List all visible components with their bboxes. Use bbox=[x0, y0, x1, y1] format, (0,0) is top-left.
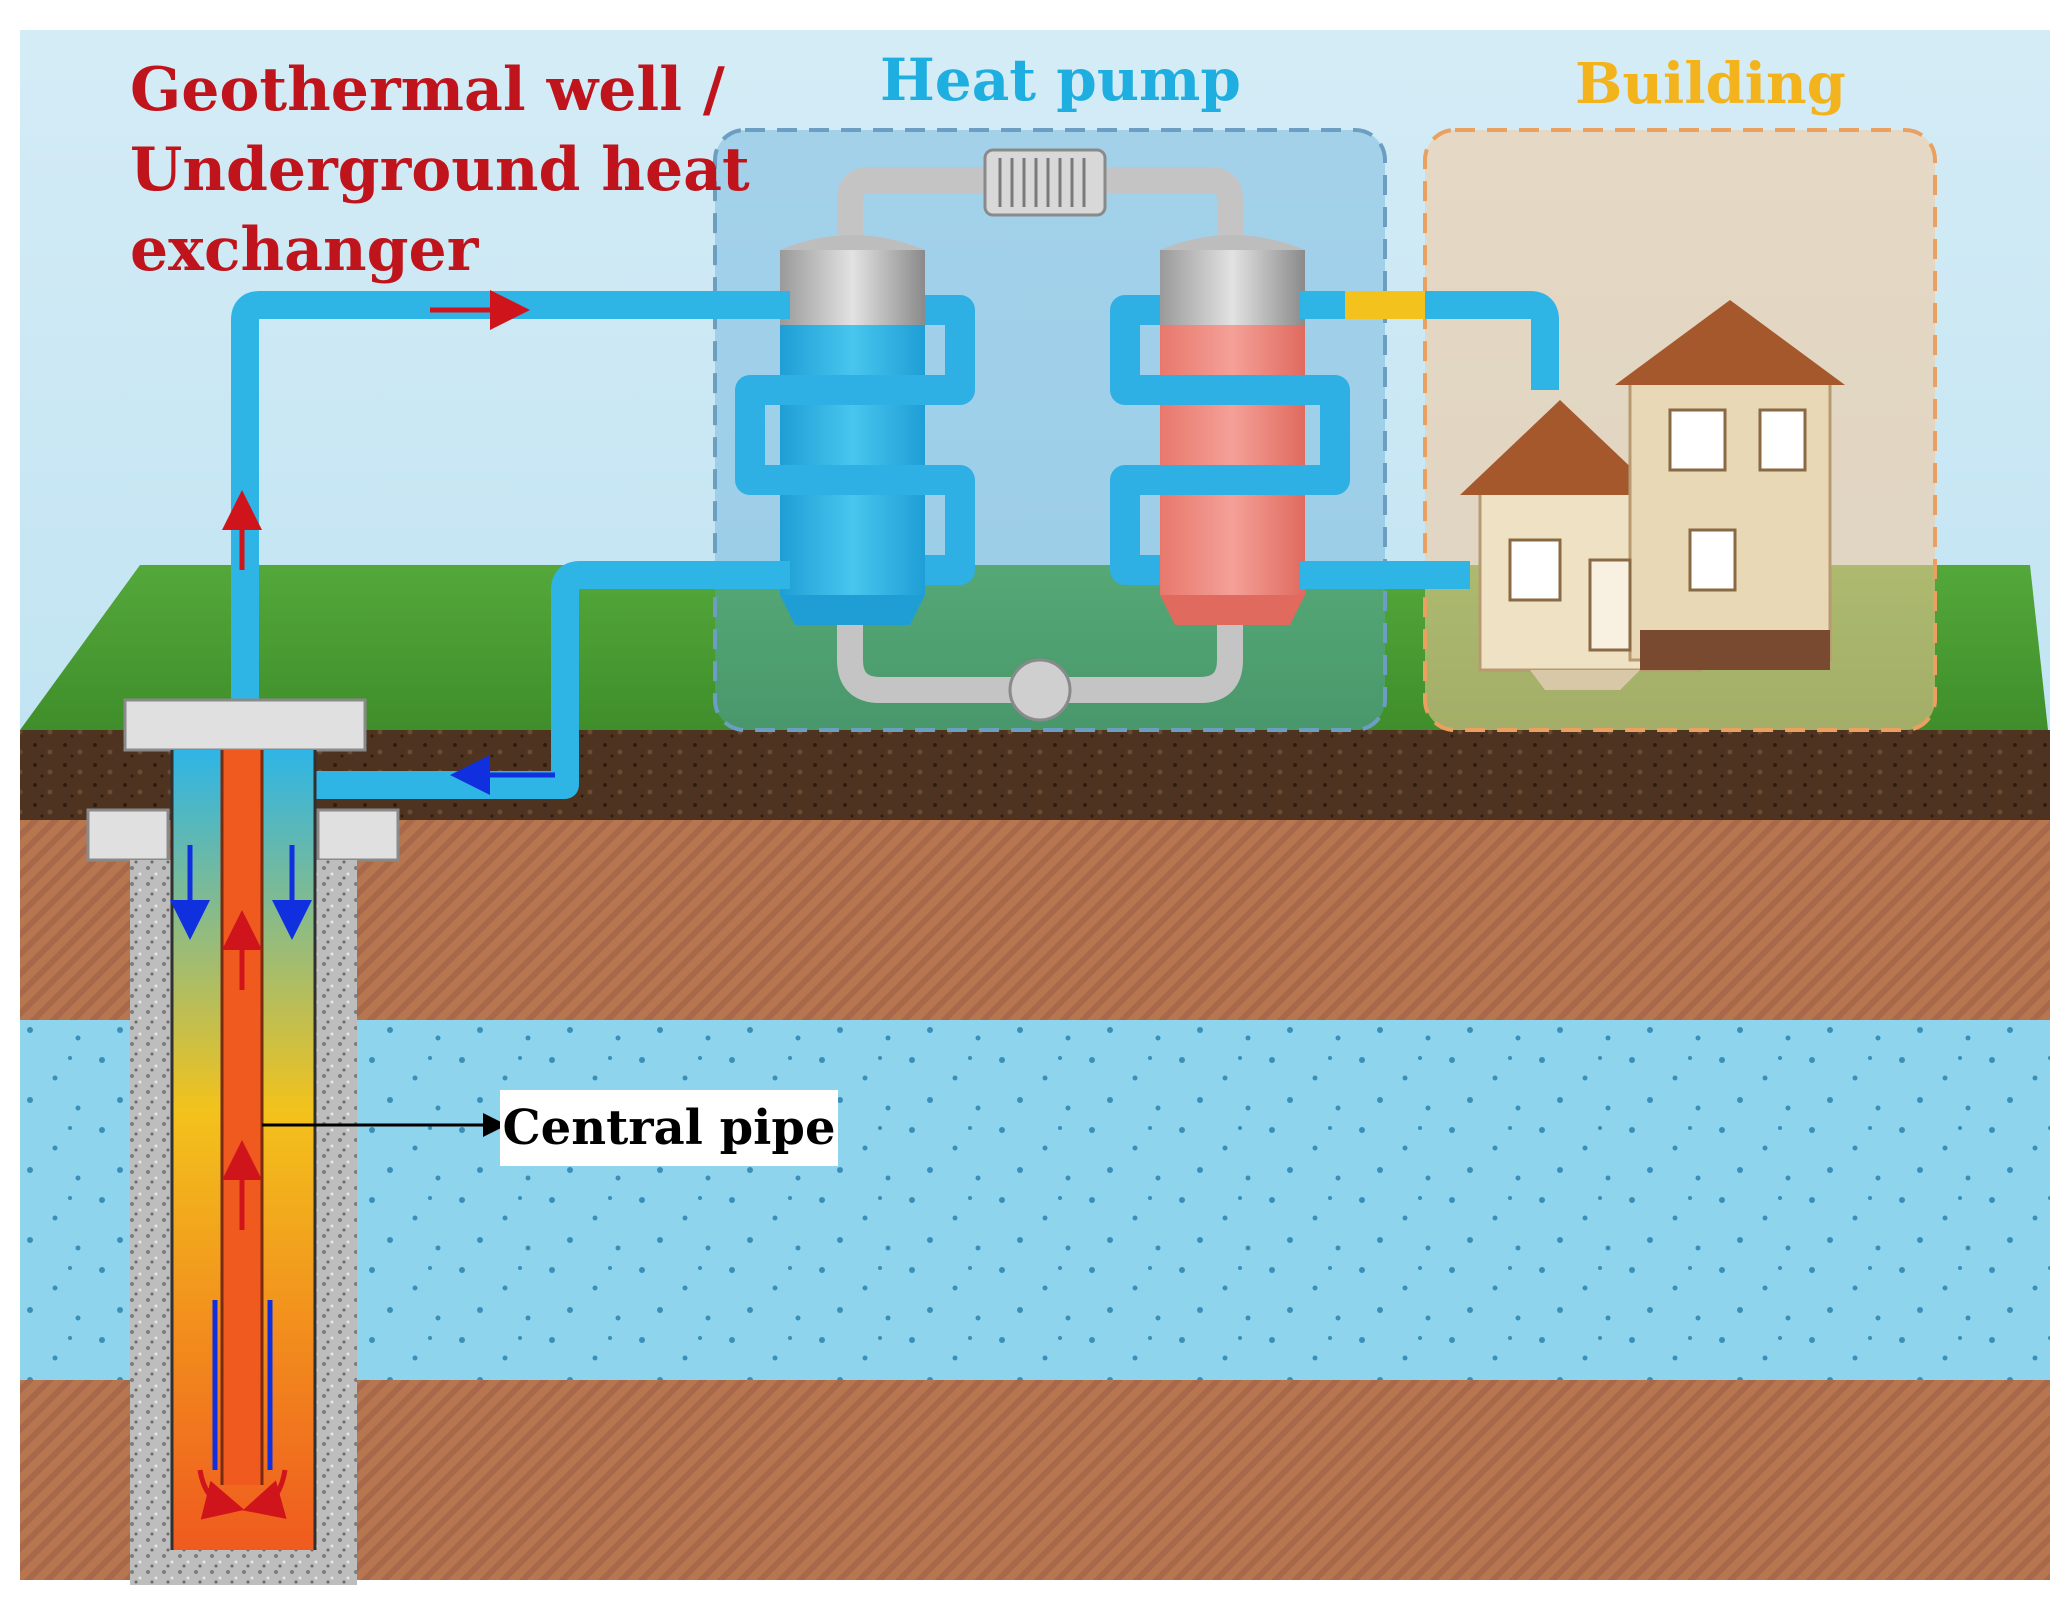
well-cap-left bbox=[86, 808, 170, 862]
expansion-valve bbox=[1008, 658, 1072, 722]
flow-arrows-hot bbox=[197, 290, 530, 1520]
building-label: Building bbox=[1575, 51, 1846, 117]
well-label: Geothermal well / Underground heat excha… bbox=[130, 55, 750, 285]
house-illustration bbox=[1460, 300, 1845, 690]
well-cap-right bbox=[316, 808, 400, 862]
hot-supply-segment bbox=[1345, 291, 1425, 319]
borehole-grout-bottom bbox=[130, 1550, 357, 1585]
aquifer-layer bbox=[20, 1020, 2050, 1380]
heat-pump-label: Heat pump bbox=[880, 46, 1241, 114]
building-loop-piping bbox=[1300, 291, 1559, 589]
central-pipe bbox=[222, 750, 262, 1485]
compressor bbox=[983, 148, 1107, 217]
well-cap-top bbox=[123, 698, 367, 752]
tank-coils bbox=[735, 295, 1350, 585]
flow-arrows-cold bbox=[170, 755, 555, 1470]
compressor-fins bbox=[998, 158, 1086, 207]
borehole-grout-left bbox=[130, 860, 172, 1585]
condenser-tank bbox=[1160, 235, 1305, 625]
central-pipe-label: Central pipe bbox=[500, 1090, 838, 1166]
borehole-grout-right bbox=[315, 860, 357, 1585]
ground-loop-piping bbox=[231, 291, 790, 799]
evaporator-tank bbox=[780, 235, 925, 625]
clay-layer-lower bbox=[20, 1380, 2050, 1580]
